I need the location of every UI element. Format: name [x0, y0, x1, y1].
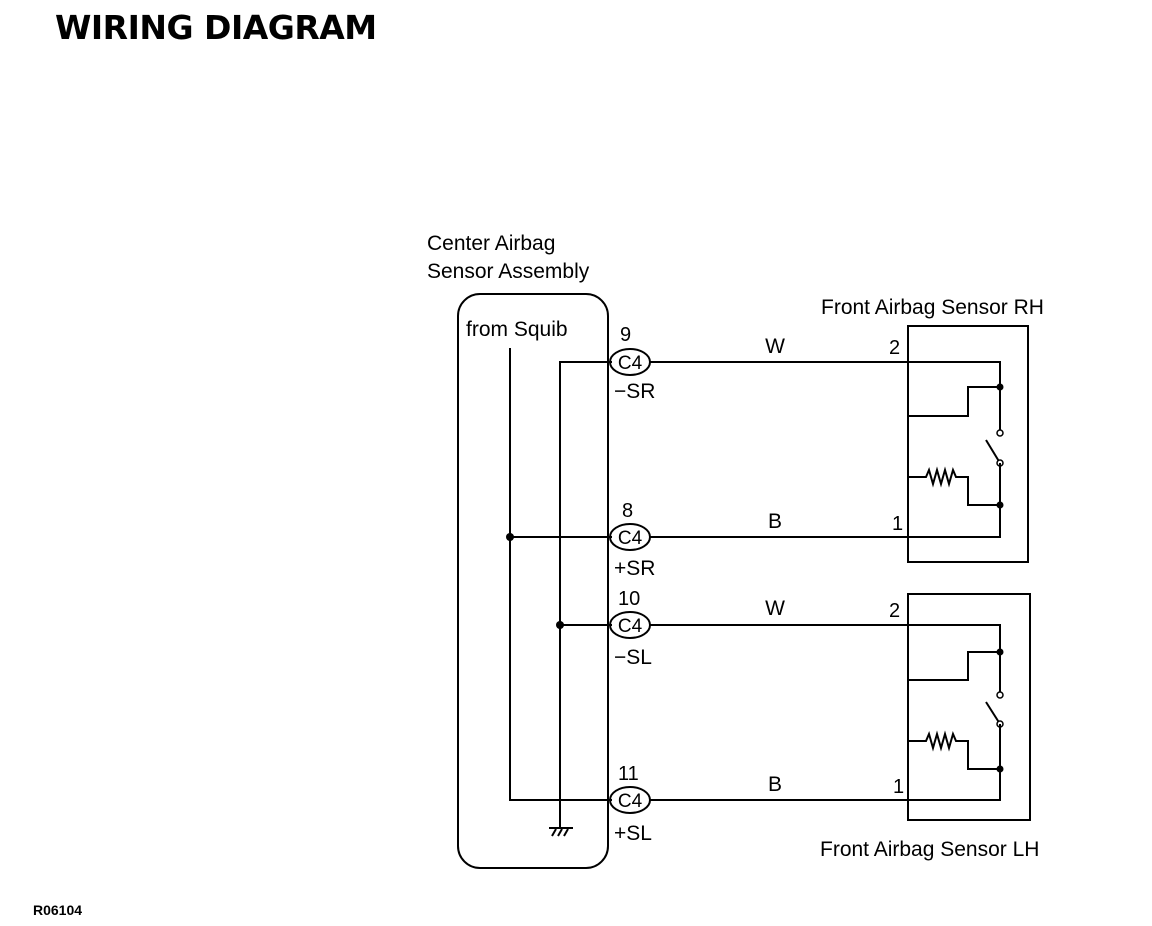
sensor-lh-pin-bottom: 1	[893, 776, 904, 798]
connector-label: C4	[618, 528, 643, 549]
pin-number: 8	[622, 500, 633, 522]
signal-label: +SR	[614, 557, 655, 580]
sensor-lh-name: Front Airbag Sensor LH	[820, 838, 1039, 861]
center-sensor-name-line2: Sensor Assembly	[427, 260, 590, 283]
connector-label: C4	[618, 791, 643, 812]
sensor-rh-box	[907, 325, 1029, 563]
center-sensor-name-line1: Center Airbag	[427, 232, 555, 255]
sensor-rh-pin-top: 2	[889, 337, 900, 359]
page-title: WIRING DIAGRAM	[55, 8, 377, 47]
pin-number: 9	[620, 324, 631, 346]
wire-color-label: W	[765, 335, 785, 358]
sensor-lh-pin-top: 2	[889, 600, 900, 622]
squib-label: from Squib	[466, 318, 568, 341]
figure-code: R06104	[33, 902, 82, 918]
wire-color-label: B	[768, 510, 782, 533]
wire-color-label: W	[765, 597, 785, 620]
ground-wire	[559, 361, 612, 828]
wire-color-label: B	[768, 773, 782, 796]
sensor-lh-box	[907, 593, 1031, 821]
sensor-rh-name: Front Airbag Sensor RH	[821, 296, 1044, 319]
sensor-rh-internal-circuit	[908, 361, 1004, 538]
center-sensor-box	[457, 293, 609, 869]
pin-number: 11	[618, 763, 639, 785]
signal-label: −SR	[614, 380, 655, 403]
ground-icon	[549, 827, 573, 837]
sensor-lh-internal-circuit	[908, 624, 1004, 801]
pin-number: 10	[618, 588, 640, 610]
signal-label: −SL	[614, 646, 652, 669]
squib-wire	[509, 348, 612, 801]
connector-label: C4	[618, 616, 643, 637]
junction-dot	[506, 533, 514, 541]
junction-dot	[556, 621, 564, 629]
signal-label: +SL	[614, 822, 652, 845]
connector-label: C4	[618, 353, 643, 374]
sensor-rh-pin-bottom: 1	[892, 513, 903, 535]
